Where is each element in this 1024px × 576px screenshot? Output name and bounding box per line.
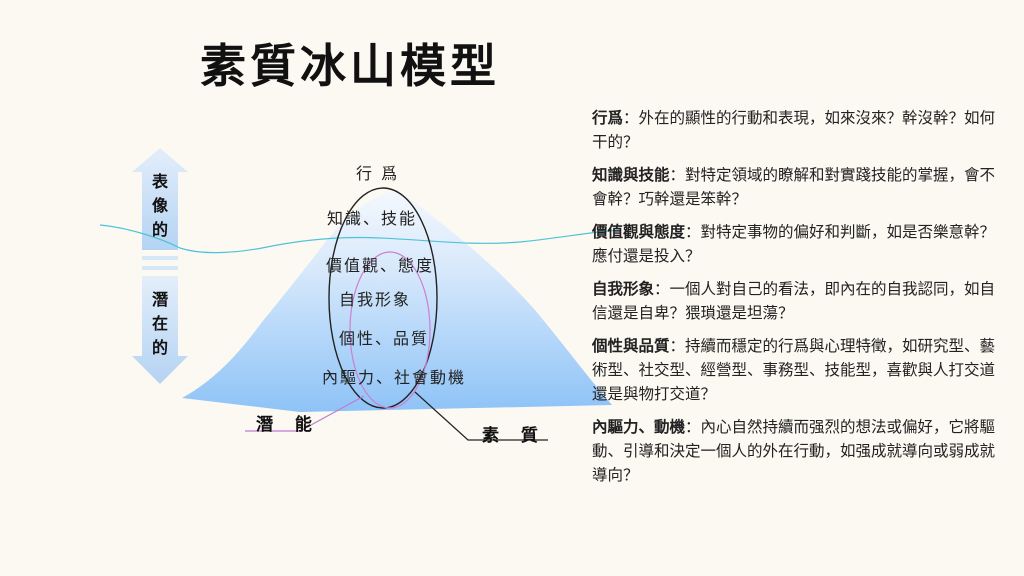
layer-self-image: 自我形象 [339, 290, 412, 309]
competency-line [414, 391, 548, 441]
description-text: ：對特定事物的偏好和判斷，如是否樂意幹？應付還是投入？ [592, 223, 996, 265]
outer-ellipse [328, 187, 438, 409]
layer-motivation: 內驅力、社會動機 [322, 368, 467, 387]
description-text: ：對特定領域的瞭解和對實踐技能的掌握，會不會幹？巧幹還是笨幹？ [592, 166, 996, 208]
description-term: 內驅力、動機 [592, 417, 686, 436]
description-item: 行爲：外在的顯性的行動和表現，如來沒來？幹沒幹？如何干的？ [592, 106, 1002, 154]
layer-knowledge-skills: 知識、技能 [327, 209, 418, 228]
down-arrow-shape [132, 276, 188, 384]
description-text: ：外在的顯性的行動和表現，如來沒來？幹沒幹？如何干的？ [592, 109, 996, 151]
up-arrow-shape [132, 148, 188, 250]
description-term: 行爲 [592, 108, 624, 127]
potential-label: 潛 能 [256, 415, 320, 435]
description-text: ：內心自然持續而强烈的想法或偏好，它將驅動、引導和決定一個人的外在行動，如强成就… [592, 418, 996, 484]
iceberg-shape [182, 190, 612, 412]
page-title: 素質冰山模型 [200, 39, 500, 93]
description-item: 自我形象：一個人對自己的看法，即內在的自我認同，如自信還是自卑？猥瑣還是坦蕩？ [592, 277, 1002, 325]
layer-values-attitude: 價值觀、態度 [326, 256, 435, 275]
competency-label: 素 質 [482, 426, 546, 446]
description-text: ：一個人對自己的看法，即內在的自我認同，如自信還是自卑？猥瑣還是坦蕩？ [592, 280, 996, 322]
surface-label: 表像的 [151, 172, 168, 239]
description-term: 個性與品質 [592, 336, 670, 355]
description-item: 個性與品質：持續而穩定的行爲與心理特徵，如研究型、藝術型、社交型、經營型、事務型… [592, 334, 1002, 406]
arrow-divider-2 [142, 266, 178, 270]
description-term: 自我形象 [592, 279, 655, 298]
layer-personality: 個性、品質 [339, 329, 430, 348]
description-text: ：持續而穩定的行爲與心理特徵，如研究型、藝術型、社交型、經營型、事務型、技能型，… [592, 337, 996, 403]
description-term: 價值觀與態度 [592, 222, 686, 241]
description-item: 知識與技能：對特定領域的瞭解和對實踐技能的掌握，會不會幹？巧幹還是笨幹？ [592, 163, 1002, 211]
layer-behavior: 行 爲 [356, 164, 400, 183]
waterline [99, 224, 621, 254]
inner-ellipse [349, 251, 431, 409]
description-item: 內驅力、動機：內心自然持續而强烈的想法或偏好，它將驅動、引導和決定一個人的外在行… [592, 415, 1002, 487]
description-list: 行爲：外在的顯性的行動和表現，如來沒來？幹沒幹？如何干的？ 知識與技能：對特定領… [592, 106, 1002, 496]
potential-line [245, 395, 365, 432]
hidden-label: 潛在的 [151, 290, 168, 357]
description-item: 價值觀與態度：對特定事物的偏好和判斷，如是否樂意幹？應付還是投入？ [592, 220, 1002, 268]
arrow-divider-1 [142, 256, 178, 260]
description-term: 知識與技能 [592, 165, 670, 184]
